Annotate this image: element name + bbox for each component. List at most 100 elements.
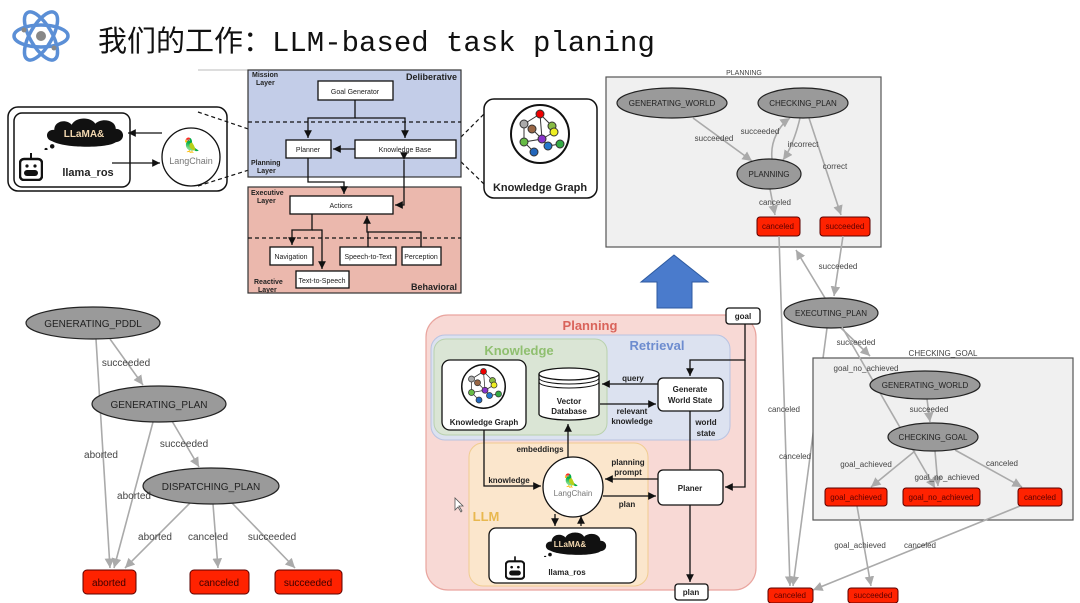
navigation-node: Navigation	[274, 254, 307, 261]
edge-label: canceled	[188, 532, 228, 543]
edge-label-relevant-knowledge: relevant	[617, 407, 648, 416]
edge-label: goal_no_achieved	[915, 473, 980, 482]
edge-label-plan: plan	[619, 500, 636, 509]
planner-node: Planner	[296, 147, 321, 154]
llm-label: LLM	[473, 509, 500, 524]
planning-layer-label: Planning	[251, 160, 281, 167]
reactive-layer-label: Reactive	[254, 279, 283, 286]
edge-label: goal_no_achieved	[834, 364, 899, 373]
llama-ros-label: llama_ros	[62, 167, 113, 179]
llama-cloud-label: LLaMA&	[64, 129, 105, 140]
outcome-canceled: canceled	[762, 222, 794, 231]
plan-output-node: plan	[683, 588, 700, 597]
generate-world-state-node: Generate	[673, 385, 708, 394]
outcome-aborted: aborted	[92, 578, 126, 589]
edge-label: incorrect	[788, 140, 819, 149]
llama-ros-label: llama_ros	[548, 568, 586, 577]
edge-label: succeeded	[837, 338, 876, 347]
edge-label-query: query	[622, 374, 644, 383]
vector-db-label: Vector	[557, 397, 581, 406]
knowledge-graph-label: Knowledge Graph	[493, 182, 587, 194]
edge-label: canceled	[904, 541, 936, 550]
state-checking-goal: CHECKING_GOAL	[899, 433, 968, 442]
outcome-succeeded: succeeded	[826, 222, 865, 231]
edge-label-planning-prompt: prompt	[614, 468, 642, 477]
up-arrow-icon	[639, 254, 710, 309]
pddl-state-machine: GENERATING_PDDL GENERATING_PLAN DISPATCH…	[25, 306, 343, 595]
final-succeeded: succeeded	[854, 591, 893, 600]
mission-layer-label: Mission	[252, 72, 278, 79]
state-dispatching-plan: DISPATCHING_PLAN	[162, 482, 261, 493]
vector-db-label: Database	[551, 407, 587, 416]
edge-label-embeddings: embeddings	[516, 445, 564, 454]
knowledge-base-node: Knowledge Base	[379, 147, 432, 154]
outcome-goal-achieved: goal_achieved	[830, 493, 882, 502]
executing-state-machine: EXECUTING_PLAN succeeded succeeded cance…	[767, 235, 1074, 603]
edge-label-relevant-knowledge: knowledge	[611, 417, 653, 426]
knowledge-graph-icon	[510, 104, 570, 164]
edge-label: correct	[823, 162, 848, 171]
parrot-icon: 🦜	[563, 472, 579, 489]
edge-label: succeeded	[695, 134, 734, 143]
llama-cloud-label: LLaMA&	[554, 540, 587, 549]
atom-icon	[12, 10, 70, 62]
outcome-canceled: canceled	[199, 578, 239, 589]
planning-layer-label: Layer	[257, 168, 276, 175]
llama-ros-panel: LLaMA& llama_ros 🦜 LangChain	[7, 106, 228, 192]
final-canceled: canceled	[774, 591, 806, 600]
state-executing-plan: EXECUTING_PLAN	[795, 309, 867, 318]
outcome-goal-no-achieved: goal_no_achieved	[909, 493, 974, 502]
edge-label: canceled	[986, 459, 1018, 468]
speech-to-text-node: Speech-to-Text	[344, 254, 391, 261]
goal-generator-node: Goal Generator	[331, 89, 380, 96]
reactive-layer-label: Layer	[258, 287, 277, 294]
state-generating-world: GENERATING_WORLD	[882, 381, 969, 390]
mission-layer-label: Layer	[256, 80, 275, 87]
parrot-icon: 🦜	[183, 136, 200, 154]
knowledge-graph-icon	[461, 364, 506, 409]
kg-node-label: Knowledge Graph	[450, 418, 519, 427]
edge-label-world-state: world	[694, 418, 716, 427]
langchain-circle	[161, 127, 221, 187]
planning-label: Planning	[563, 318, 618, 333]
edge-label: aborted	[117, 491, 151, 502]
perception-node: Perception	[404, 254, 438, 261]
planer-node: Planer	[678, 484, 702, 493]
state-generating-world: GENERATING_WORLD	[629, 99, 716, 108]
knowledge-graph-panel: Knowledge Graph	[483, 98, 598, 199]
edge-label: succeeded	[248, 532, 296, 543]
retrieval-label: Retrieval	[630, 338, 685, 353]
edge-label: canceled	[759, 198, 791, 207]
edge-label: succeeded	[910, 405, 949, 414]
executive-layer-label: Layer	[257, 198, 276, 205]
state-checking-plan: CHECKING_PLAN	[769, 99, 837, 108]
state-generating-plan: GENERATING_PLAN	[110, 400, 207, 411]
vector-database-icon	[538, 367, 600, 421]
outcome-canceled: canceled	[1024, 493, 1056, 502]
edge-label: aborted	[84, 450, 118, 461]
edge-label: aborted	[138, 532, 172, 543]
edge-label: succeeded	[741, 127, 780, 136]
edge-label-planning-prompt: planning	[611, 458, 644, 467]
edge-label: succeeded	[102, 358, 150, 369]
actions-node: Actions	[330, 203, 353, 210]
executive-layer-label: Executive	[251, 190, 284, 197]
text-to-speech-node: Text-to-Speech	[298, 278, 345, 285]
edge-label: goal_achieved	[840, 460, 892, 469]
generate-world-state-node: World State	[668, 396, 713, 405]
deliberative-label: Deliberative	[406, 72, 457, 82]
state-planning: PLANNING	[749, 170, 790, 179]
edge-label: canceled	[779, 452, 811, 461]
behavioral-label: Behavioral	[411, 282, 457, 292]
outcome-succeeded: succeeded	[284, 578, 332, 589]
edge-label: succeeded	[819, 262, 858, 271]
edge-label: goal_achieved	[834, 541, 886, 550]
llm-planning-pipeline: Planning Retrieval Knowledge LLM Knowled…	[425, 307, 761, 601]
edge-label-world-state: state	[697, 429, 716, 438]
langchain-circle	[542, 456, 604, 518]
edge-label: succeeded	[160, 439, 208, 450]
slide-title: 我们的工作：LLM-based task planing	[98, 25, 655, 60]
mouse-cursor-icon	[454, 497, 464, 513]
edge-label: canceled	[768, 405, 800, 414]
